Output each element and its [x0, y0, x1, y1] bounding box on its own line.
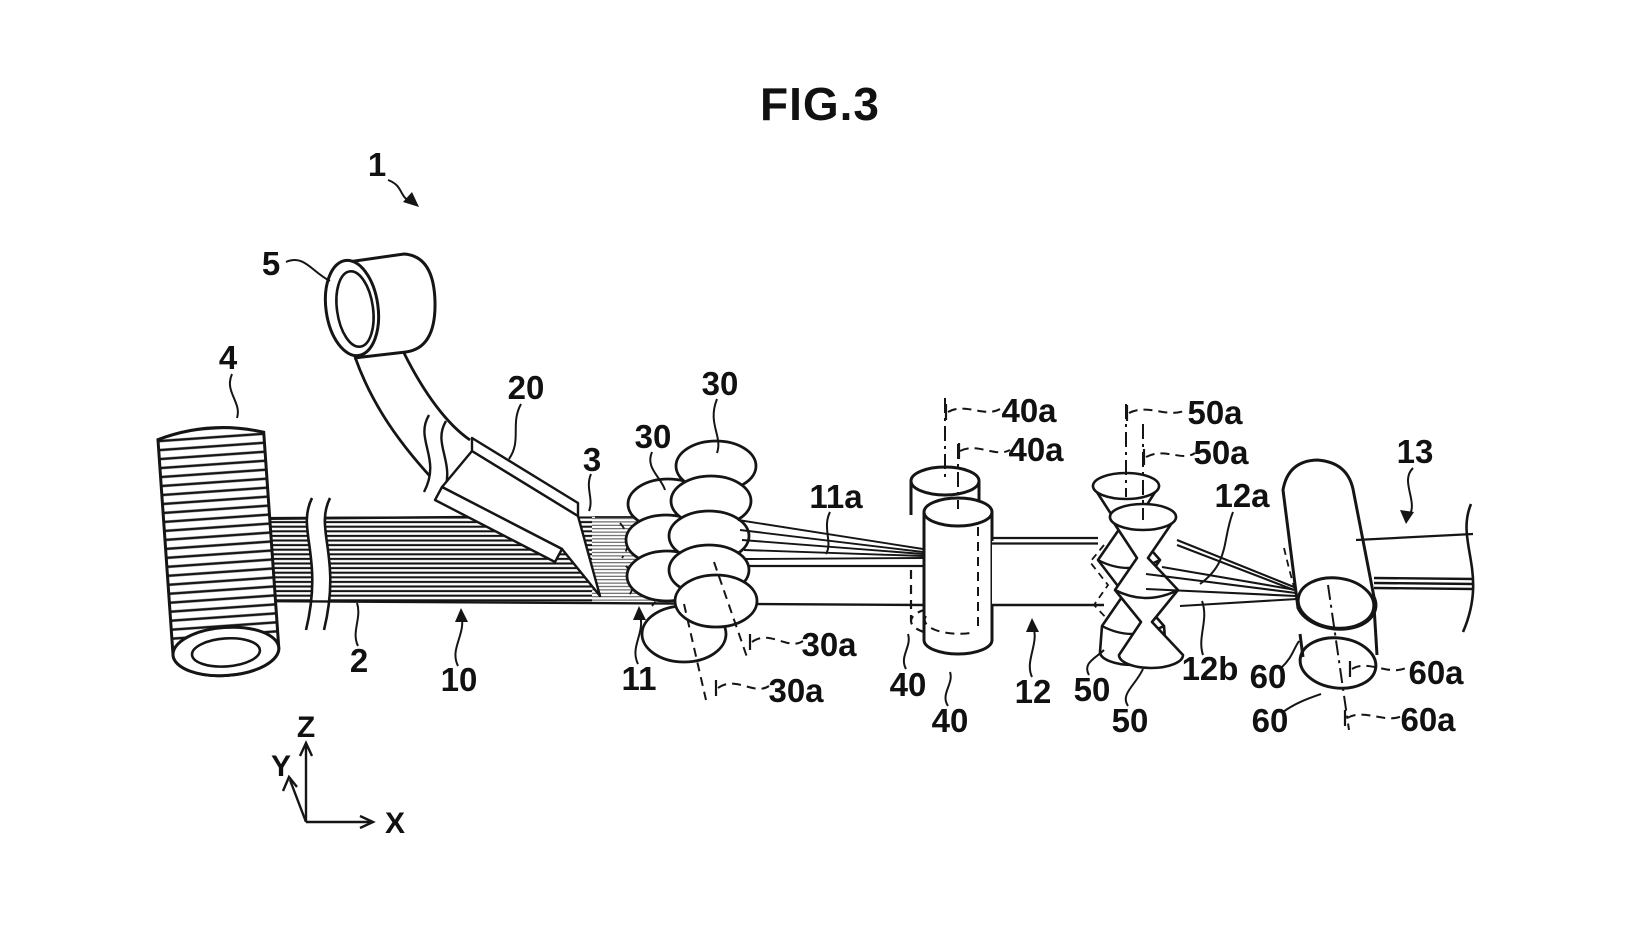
ref-label-30-left: 30 [635, 418, 672, 455]
hidden-band-edge [1283, 547, 1297, 595]
ref-label-50-1: 50 [1074, 671, 1111, 708]
leader-arrowheads [403, 192, 1414, 632]
ref-label-60a-1: 60a [1408, 654, 1464, 691]
figure-title: FIG.3 [760, 78, 880, 130]
bundle-break-symbol [304, 497, 332, 631]
ref-label-50-2: 50 [1112, 702, 1149, 739]
guide-band-from-ring [353, 352, 471, 488]
ref-label-40-2: 40 [932, 702, 969, 739]
ref-label-20: 20 [508, 369, 545, 406]
ref-label-3: 3 [583, 441, 601, 478]
ref-label-60-1: 60 [1250, 658, 1287, 695]
axis-label-z: Z [297, 711, 315, 744]
ref-label-11: 11 [622, 660, 657, 697]
lower-roller-60 [1298, 605, 1379, 690]
converging-band-12a-12b [1145, 539, 1298, 608]
ref-label-2: 2 [350, 642, 368, 679]
ref-label-40a-2: 40a [1008, 431, 1064, 468]
ref-label-13: 13 [1397, 433, 1434, 470]
chute-20 [433, 436, 602, 598]
fiber-coil-4 [156, 426, 281, 678]
ref-label-10: 10 [441, 661, 478, 698]
roller-axis-60a [1327, 584, 1350, 731]
ref-label-40-1: 40 [890, 666, 927, 703]
band-12 [992, 536, 1108, 607]
dashed-leaders [717, 407, 1407, 720]
ref-label-11a: 11a [809, 478, 863, 515]
ref-label-60-2: 60 [1252, 702, 1289, 739]
ref-label-5: 5 [262, 245, 280, 282]
ref-label-4: 4 [219, 339, 238, 376]
axis-label-y: Y [271, 750, 291, 783]
ref-label-12: 12 [1015, 673, 1052, 710]
guide-ring-5 [323, 252, 437, 360]
front-cylinder-40 [922, 496, 994, 656]
ref-label-60a-2: 60a [1400, 701, 1456, 738]
ref-label-30-upper: 30 [702, 365, 739, 402]
ref-label-12a: 12a [1214, 477, 1270, 514]
ref-label-30a-2: 30a [768, 672, 824, 709]
ref-label-30a-1: 30a [801, 626, 857, 663]
cone-axes-50a [1125, 404, 1144, 520]
axis-leader-ticks [714, 404, 1352, 726]
axis-label-x: X [385, 807, 405, 840]
output-tape-13 [1355, 503, 1475, 633]
ref-label-40a-1: 40a [1001, 392, 1057, 429]
upper-roller-60 [1281, 458, 1378, 631]
ref-label-50a-2: 50a [1193, 434, 1249, 471]
coordinate-axes [281, 740, 376, 830]
bead-stack-axes-30a [683, 561, 749, 701]
ref-label-1: 1 [368, 146, 386, 183]
ref-label-12b: 12b [1182, 650, 1239, 687]
ref-label-50a-1: 50a [1187, 394, 1243, 431]
converging-sheet-11a [737, 519, 924, 560]
bead-roller-stack-30-right [667, 439, 759, 629]
